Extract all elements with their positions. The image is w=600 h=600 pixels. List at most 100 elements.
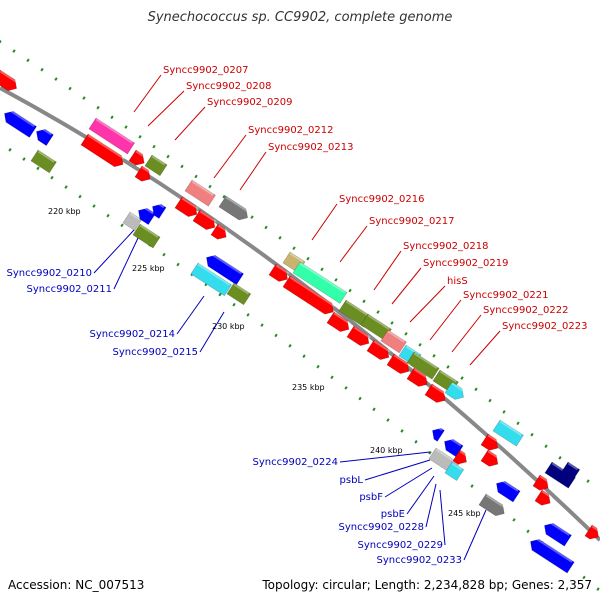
- gene-feature[interactable]: [406, 351, 440, 380]
- scale-dot: [246, 313, 250, 317]
- gene-feature[interactable]: [0, 69, 20, 94]
- gene-feature[interactable]: [1, 108, 37, 138]
- gene-feature[interactable]: [380, 329, 407, 354]
- gene-feature[interactable]: [452, 449, 470, 467]
- gene-label[interactable]: Syncc9902_0207: [163, 65, 249, 76]
- gene-feature[interactable]: [493, 478, 521, 503]
- gene-feature[interactable]: [480, 433, 501, 454]
- scale-dot: [316, 364, 320, 369]
- gene-label[interactable]: Syncc9902_0219: [423, 258, 509, 269]
- scale-dot: [544, 444, 548, 449]
- gene-label[interactable]: Syncc9902_0228: [339, 522, 425, 533]
- gene-feature[interactable]: [480, 449, 501, 470]
- gene-label[interactable]: Syncc9902_0223: [502, 321, 588, 332]
- scale-dot: [124, 125, 128, 129]
- gene-labels: Syncc9902_0207Syncc9902_0208Syncc9902_02…: [7, 65, 588, 566]
- scale-dot: [516, 421, 520, 426]
- gene-feature[interactable]: [366, 339, 393, 363]
- scale-dot: [502, 410, 506, 414]
- gene-label[interactable]: Syncc9902_0221: [463, 290, 549, 301]
- gene-feature[interactable]: [30, 149, 57, 174]
- scale-dot: [414, 440, 418, 444]
- gene-feature[interactable]: [33, 126, 54, 147]
- gene-feature[interactable]: [88, 117, 135, 155]
- gene-label[interactable]: Syncc9902_0224: [253, 457, 339, 468]
- scale-tick-label: 225 kbp: [132, 264, 165, 273]
- gene-feature[interactable]: [527, 536, 575, 574]
- gene-label[interactable]: hisS: [447, 276, 468, 287]
- gene-feature[interactable]: [135, 205, 156, 226]
- scale-dot: [260, 323, 264, 327]
- scale-dot: [0, 39, 2, 44]
- gene-label[interactable]: Syncc9902_0216: [339, 194, 425, 205]
- scale-dot: [222, 194, 226, 199]
- gene-label[interactable]: Syncc9902_0233: [377, 555, 463, 566]
- scale-tick-label: 220 kbp: [48, 207, 81, 216]
- gene-label[interactable]: psbL: [340, 475, 364, 486]
- gene-label[interactable]: Syncc9902_0208: [186, 81, 272, 92]
- gene-feature[interactable]: [386, 353, 413, 377]
- gene-feature[interactable]: [441, 436, 464, 458]
- scale-dot: [390, 321, 394, 325]
- gene-feature[interactable]: [122, 211, 143, 231]
- gene-feature[interactable]: [584, 524, 600, 542]
- gene-label[interactable]: Syncc9902_0212: [248, 125, 334, 136]
- gene-label[interactable]: Syncc9902_0229: [358, 540, 444, 551]
- gene-feature[interactable]: [134, 165, 154, 185]
- gene-feature[interactable]: [144, 154, 168, 177]
- gene-feature[interactable]: [478, 493, 508, 519]
- gene-label[interactable]: Syncc9902_0218: [403, 241, 489, 252]
- map-title: Synechococcus sp. CC9902, complete genom…: [147, 10, 453, 25]
- gene-label[interactable]: Syncc9902_0215: [113, 347, 199, 358]
- gene-feature[interactable]: [210, 223, 230, 243]
- genome-backbone: [0, 86, 600, 542]
- leader-line: [339, 451, 431, 463]
- gene-feature[interactable]: [429, 425, 445, 442]
- scale-dot: [8, 148, 12, 152]
- gene-label[interactable]: psbE: [381, 509, 405, 520]
- gene-feature[interactable]: [532, 474, 552, 494]
- gene-feature[interactable]: [424, 383, 449, 406]
- scale-dot: [64, 185, 68, 189]
- gene-feature[interactable]: [346, 325, 373, 349]
- gene-feature[interactable]: [541, 520, 572, 547]
- gene-feature[interactable]: [184, 179, 216, 207]
- gene-label[interactable]: Syncc9902_0209: [207, 97, 293, 108]
- gene-feature[interactable]: [492, 419, 524, 447]
- gene-feature[interactable]: [192, 209, 219, 233]
- gene-feature[interactable]: [268, 263, 291, 285]
- gene-feature[interactable]: [292, 261, 348, 304]
- gene-feature[interactable]: [560, 461, 581, 481]
- gene-label[interactable]: Syncc9902_0217: [369, 216, 455, 227]
- gene-label[interactable]: Syncc9902_0213: [268, 142, 354, 153]
- gene-feature[interactable]: [406, 367, 431, 390]
- gene-feature[interactable]: [149, 201, 167, 219]
- gene-feature[interactable]: [218, 195, 251, 223]
- gene-feature[interactable]: [282, 275, 337, 317]
- gene-feature[interactable]: [80, 133, 127, 170]
- gene-feature[interactable]: [338, 299, 372, 328]
- leader-line: [373, 250, 402, 291]
- gene-feature[interactable]: [534, 489, 554, 509]
- gene-label[interactable]: psbF: [359, 492, 383, 503]
- gene-feature[interactable]: [203, 252, 244, 286]
- gene-feature[interactable]: [444, 461, 465, 481]
- gene-label[interactable]: Syncc9902_0210: [7, 268, 93, 279]
- gene-label[interactable]: Syncc9902_0214: [90, 329, 176, 340]
- scale-dot: [460, 376, 464, 380]
- scale-dot: [278, 235, 282, 240]
- leader-line: [133, 74, 162, 113]
- gene-feature[interactable]: [132, 223, 161, 249]
- leader-line: [174, 106, 206, 141]
- gene-label[interactable]: Syncc9902_0222: [483, 305, 569, 316]
- gene-label[interactable]: Syncc9902_0211: [27, 284, 113, 295]
- leader-line: [93, 229, 135, 274]
- gene-feature[interactable]: [174, 196, 201, 220]
- gene-feature[interactable]: [128, 149, 148, 169]
- gene-feature[interactable]: [444, 381, 467, 403]
- gene-feature[interactable]: [326, 311, 353, 335]
- scale-dot: [180, 164, 184, 169]
- gene-feature[interactable]: [226, 282, 252, 306]
- gene-feature[interactable]: [190, 262, 232, 297]
